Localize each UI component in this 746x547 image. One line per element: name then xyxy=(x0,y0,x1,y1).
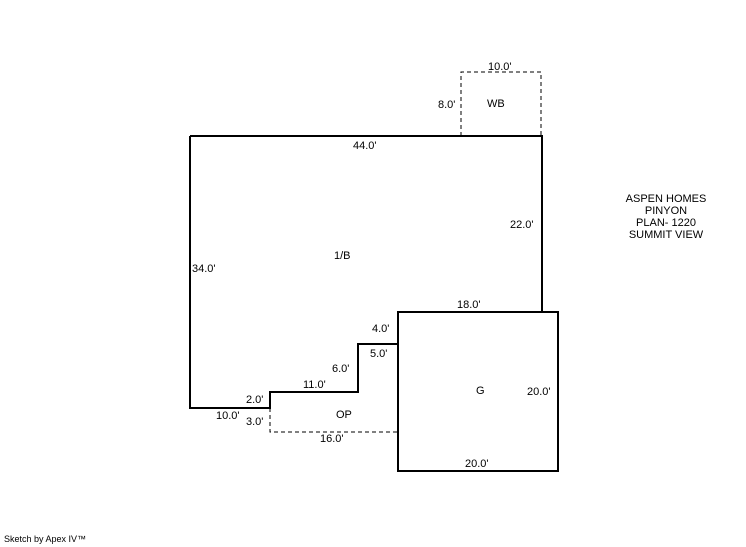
dim-main-left: 34.0' xyxy=(192,263,216,275)
dim-garage-bottom: 20.0' xyxy=(465,458,489,470)
community-name: SUMMIT VIEW xyxy=(628,229,704,241)
plan-info: ASPEN HOMES PINYON PLAN- 1220 SUMMIT VIE… xyxy=(606,193,726,241)
area-label-main: 1/B xyxy=(334,250,351,262)
plan-number: PLAN- 1220 xyxy=(636,217,696,229)
area-label-porch: OP xyxy=(336,409,352,421)
area-label-wb: WB xyxy=(487,98,505,110)
dim-garage-right: 20.0' xyxy=(527,386,551,398)
dim-garage-top: 18.0' xyxy=(457,299,481,311)
dim-step-d: 11.0' xyxy=(303,379,326,391)
dim-wb-top: 10.0' xyxy=(488,61,512,73)
dim-step-c: 6.0' xyxy=(332,363,349,375)
area-label-garage: G xyxy=(476,385,485,397)
dim-main-right: 22.0' xyxy=(510,219,534,231)
dim-op-side: 3.0' xyxy=(246,416,263,428)
dim-step-b: 5.0' xyxy=(370,348,387,360)
garage-outline xyxy=(397,311,559,472)
wb-outline xyxy=(460,71,542,136)
porch-outline xyxy=(269,408,398,433)
dim-main-top: 44.0' xyxy=(353,140,377,152)
dim-wb-side: 8.0' xyxy=(438,99,455,111)
software-credit: Sketch by Apex IV™ xyxy=(4,534,87,544)
model-name: PINYON xyxy=(644,205,688,217)
dim-op-bottom: 16.0' xyxy=(320,433,344,445)
main-outline xyxy=(189,135,543,409)
dim-step-a: 4.0' xyxy=(372,323,389,335)
builder-name: ASPEN HOMES xyxy=(625,193,707,205)
dim-step-e: 2.0' xyxy=(246,394,263,406)
dim-main-bottom: 10.0' xyxy=(216,410,240,422)
